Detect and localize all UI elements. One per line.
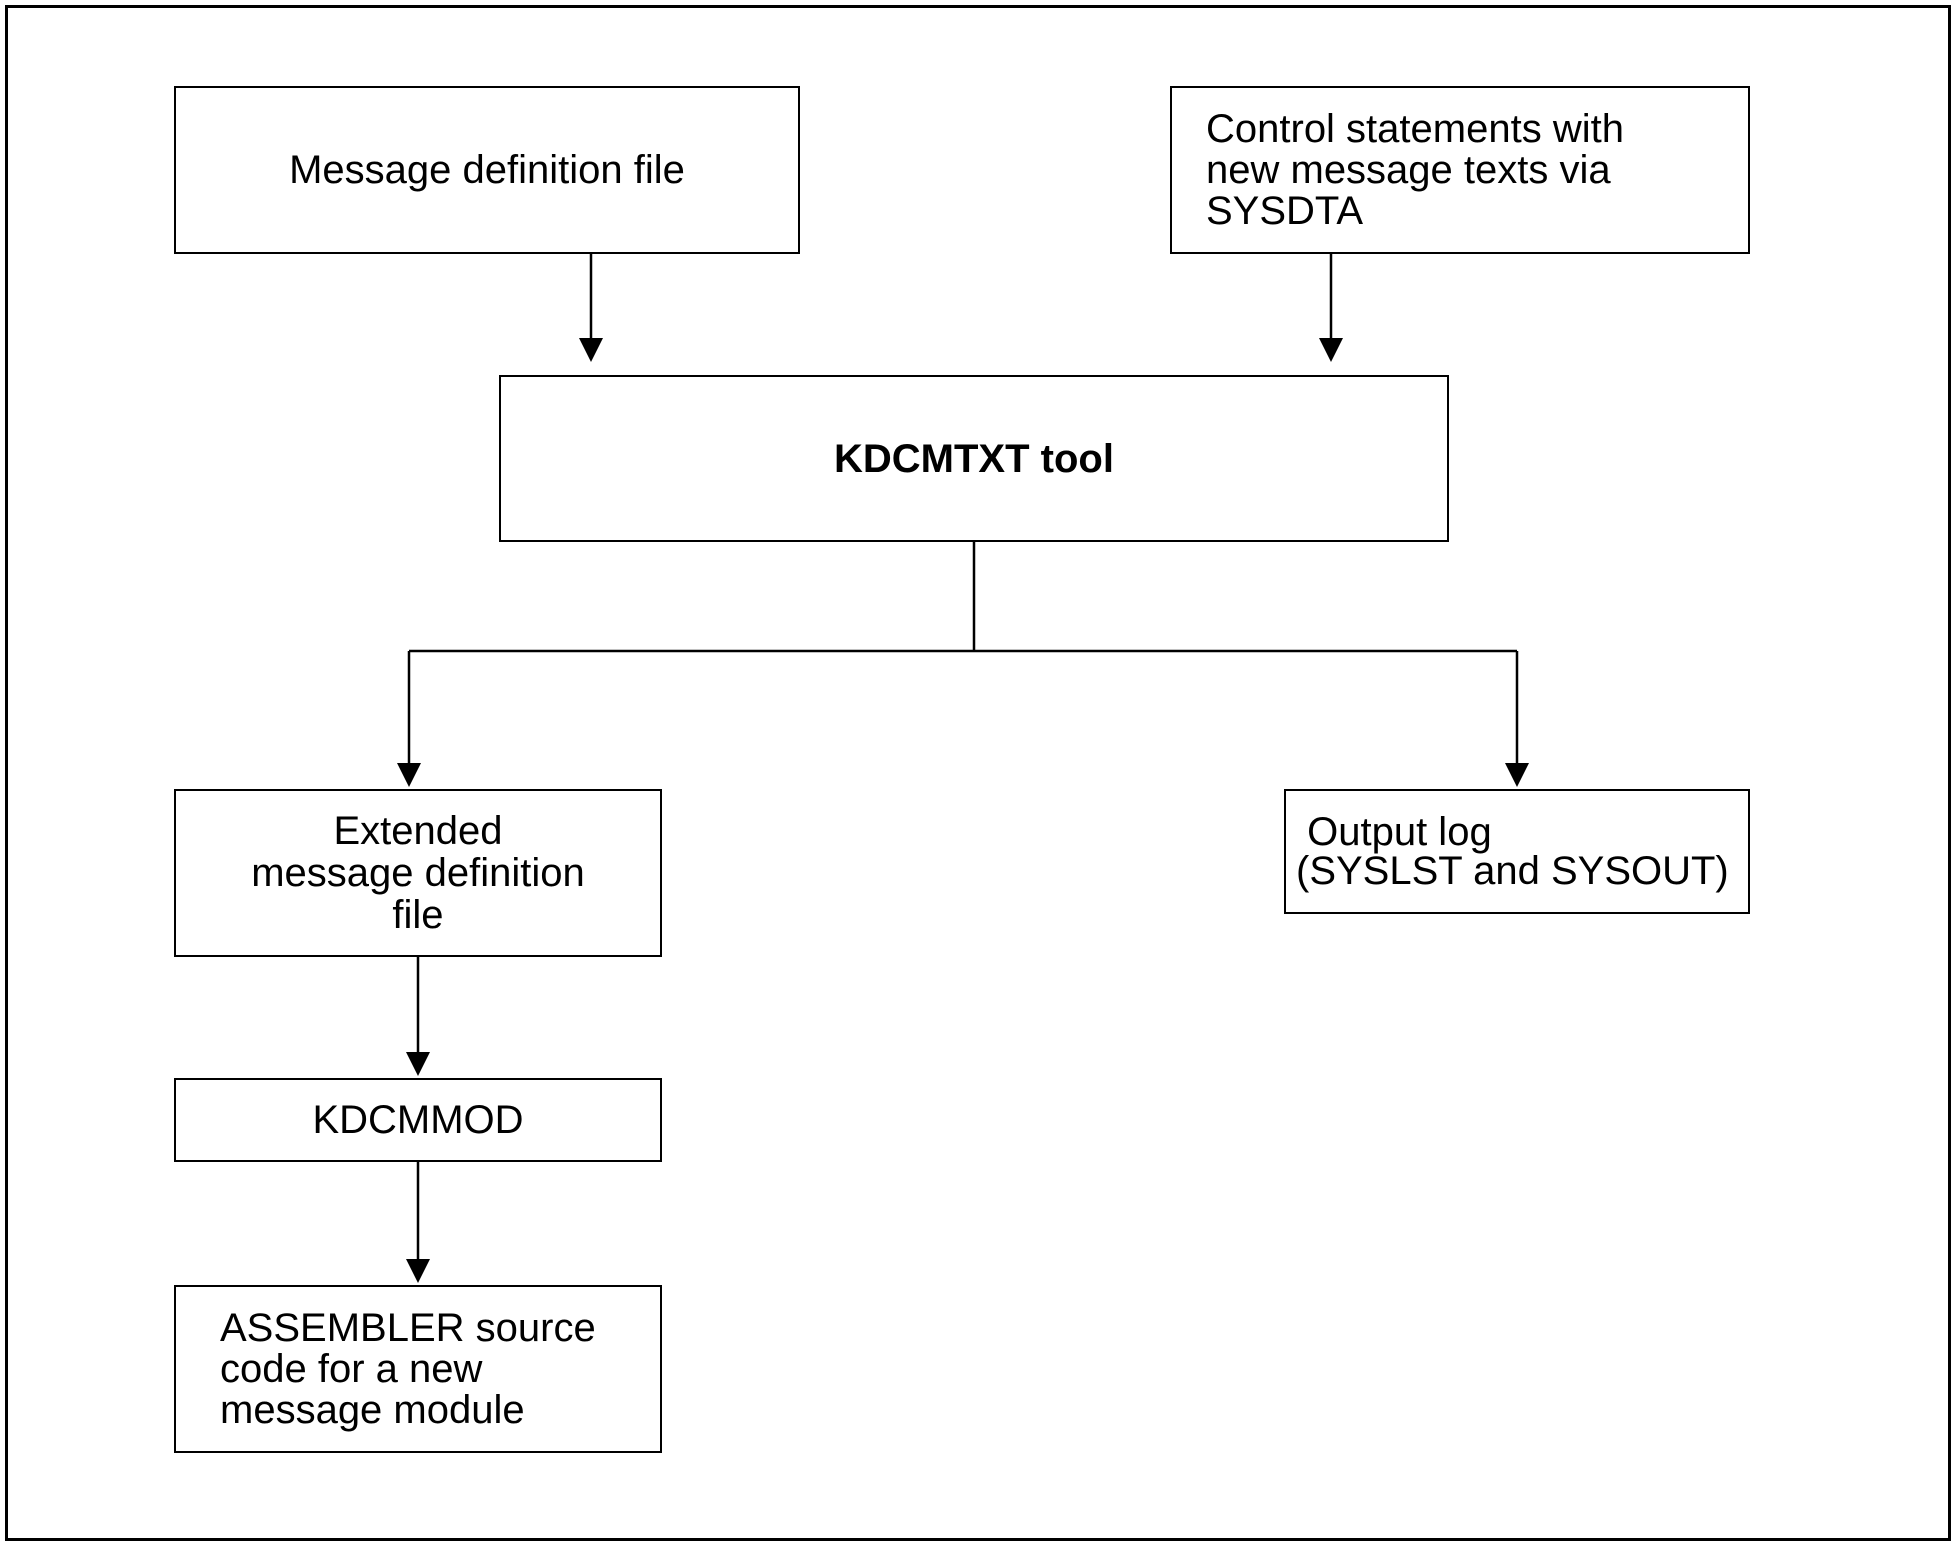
kdcmmod-label: KDCMMOD — [312, 1098, 524, 1142]
edge-kdcmmod-to-assembler — [406, 1162, 430, 1283]
edge-tool-branch — [409, 542, 1517, 653]
control-statements-label: Control statements with new message text… — [1206, 106, 1624, 233]
assembler-source-node: ASSEMBLER source code for a new message … — [174, 1285, 662, 1453]
message-definition-file-node: Message definition file — [174, 86, 800, 254]
edge-extended-to-kdcmmod — [406, 957, 430, 1076]
output-log-node: Output log (SYSLST and SYSOUT) — [1284, 789, 1750, 914]
extended-message-definition-file-node: Extended message definition file — [174, 789, 662, 957]
kdcmtxt-tool-label: KDCMTXT tool — [834, 436, 1114, 481]
message-definition-file-label: Message definition file — [289, 148, 685, 192]
edge-tool-to-extended — [397, 651, 421, 787]
extended-message-definition-file-label: Extended message definition file — [251, 809, 585, 937]
diagram-frame — [5, 5, 1951, 1541]
kdcmmod-node: KDCMMOD — [174, 1078, 662, 1162]
edge-tool-to-output-log — [1505, 651, 1529, 787]
edge-message-definition-to-tool — [579, 254, 603, 362]
kdcmtxt-tool-node: KDCMTXT tool — [499, 375, 1449, 542]
assembler-source-label: ASSEMBLER source code for a new message … — [220, 1305, 596, 1432]
control-statements-node: Control statements with new message text… — [1170, 86, 1750, 254]
edge-control-statements-to-tool — [1319, 254, 1343, 362]
output-log-label: Output log (SYSLST and SYSOUT) — [1296, 809, 1729, 893]
